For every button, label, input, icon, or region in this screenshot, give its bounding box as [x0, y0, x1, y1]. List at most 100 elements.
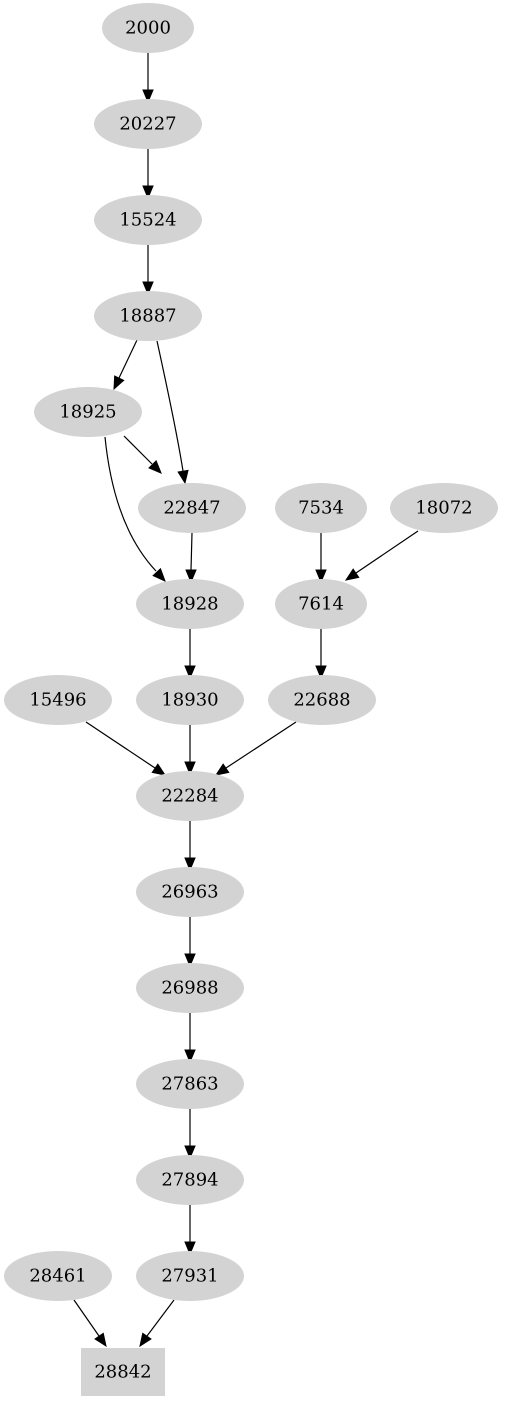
node-label: 18925	[59, 402, 116, 423]
edge-18887-to-22847	[156, 340, 189, 485]
node-ellipse	[136, 867, 244, 917]
arrowhead-icon	[142, 185, 154, 200]
edge-27894-to-27931	[184, 1205, 196, 1256]
edge-7534-to-7614	[315, 533, 327, 584]
node-box	[81, 1348, 165, 1396]
node-label: 15524	[119, 210, 176, 231]
node-ellipse	[94, 99, 202, 149]
node-ellipse	[136, 579, 244, 629]
node-ellipse	[136, 1251, 244, 1301]
node-18928: 18928	[136, 579, 244, 629]
node-22688: 22688	[268, 675, 376, 725]
node-label: 20227	[119, 114, 176, 135]
edge-15496-to-22284	[85, 721, 167, 776]
edges-layer	[73, 53, 419, 1348]
edge-22847-to-18928	[185, 532, 197, 584]
arrowhead-icon	[185, 569, 197, 584]
node-18887: 18887	[94, 291, 202, 341]
arrowhead-icon	[152, 567, 166, 582]
node-label: 27863	[161, 1074, 218, 1095]
node-28842: 28842	[81, 1348, 165, 1396]
edge-18925-to-22847	[123, 435, 162, 474]
node-label: 18887	[119, 306, 176, 327]
arrowhead-icon	[142, 89, 154, 104]
node-ellipse	[94, 195, 202, 245]
nodes-layer: 2000 20227 15524 18887 18925 22847 7534 18072 18…	[4, 3, 498, 1396]
node-label: 7534	[298, 498, 344, 519]
arrowhead-icon	[139, 1332, 152, 1348]
node-label: 18072	[415, 498, 472, 519]
node-ellipse	[102, 3, 194, 53]
edge-26988-to-27863	[184, 1013, 196, 1064]
node-27894: 27894	[136, 1155, 244, 1205]
edge-20227-to-15524	[142, 149, 154, 200]
edge-line	[225, 721, 297, 769]
node-ellipse	[136, 1155, 244, 1205]
edge-22688-to-22284	[214, 721, 297, 776]
edge-line	[156, 340, 184, 472]
edge-2000-to-20227	[142, 53, 154, 104]
arrowhead-icon	[184, 665, 196, 680]
node-ellipse	[4, 675, 112, 725]
node-18072: 18072	[390, 483, 498, 533]
node-27863: 27863	[136, 1059, 244, 1109]
node-ellipse	[34, 387, 142, 437]
node-15496: 15496	[4, 675, 112, 725]
arrowhead-icon	[94, 1332, 107, 1348]
node-ellipse	[136, 1059, 244, 1109]
node-ellipse	[136, 963, 244, 1013]
node-label: 2000	[125, 18, 171, 39]
node-27931: 27931	[136, 1251, 244, 1301]
arrowhead-icon	[113, 375, 125, 391]
arrowhead-icon	[151, 763, 167, 776]
arrowhead-icon	[184, 857, 196, 872]
arrowhead-icon	[148, 460, 162, 474]
arrowhead-icon	[315, 569, 327, 584]
arrowhead-icon	[184, 1049, 196, 1064]
edge-line	[146, 1299, 175, 1337]
edge-line	[73, 1299, 100, 1337]
node-20227: 20227	[94, 99, 202, 149]
edge-line	[104, 436, 157, 572]
edge-15524-to-18887	[142, 245, 154, 296]
edge-line	[355, 530, 419, 574]
arrowhead-icon	[184, 953, 196, 968]
node-26963: 26963	[136, 867, 244, 917]
edge-22284-to-26963	[184, 821, 196, 872]
node-ellipse	[94, 291, 202, 341]
node-label: 18928	[161, 594, 218, 615]
node-22847: 22847	[138, 483, 246, 533]
node-ellipse	[275, 483, 367, 533]
edge-line	[85, 721, 156, 769]
edge-18887-to-18925	[113, 339, 138, 391]
node-label: 15496	[29, 690, 86, 711]
node-ellipse	[275, 579, 367, 629]
edge-18930-to-22284	[184, 725, 196, 776]
node-ellipse	[138, 483, 246, 533]
node-label: 22284	[161, 786, 218, 807]
arrowhead-icon	[315, 665, 327, 680]
node-7614: 7614	[275, 579, 367, 629]
arrowhead-icon	[184, 1241, 196, 1256]
node-ellipse	[4, 1251, 112, 1301]
node-7534: 7534	[275, 483, 367, 533]
edge-line	[123, 435, 153, 465]
edge-18925-to-18928	[104, 436, 166, 582]
edge-18072-to-7614	[344, 530, 419, 581]
edge-line	[190, 532, 193, 571]
node-label: 28842	[94, 1362, 151, 1383]
edge-18928-to-18930	[184, 629, 196, 680]
node-ellipse	[136, 771, 244, 821]
edge-27863-to-27894	[184, 1109, 196, 1160]
node-label: 27931	[161, 1266, 218, 1287]
arrowhead-icon	[184, 761, 196, 776]
node-label: 22847	[163, 498, 220, 519]
edge-7614-to-22688	[315, 629, 327, 680]
node-ellipse	[390, 483, 498, 533]
arrowhead-icon	[142, 281, 154, 296]
node-label: 26963	[161, 882, 218, 903]
node-ellipse	[136, 675, 244, 725]
arrowhead-icon	[214, 763, 230, 776]
node-15524: 15524	[94, 195, 202, 245]
